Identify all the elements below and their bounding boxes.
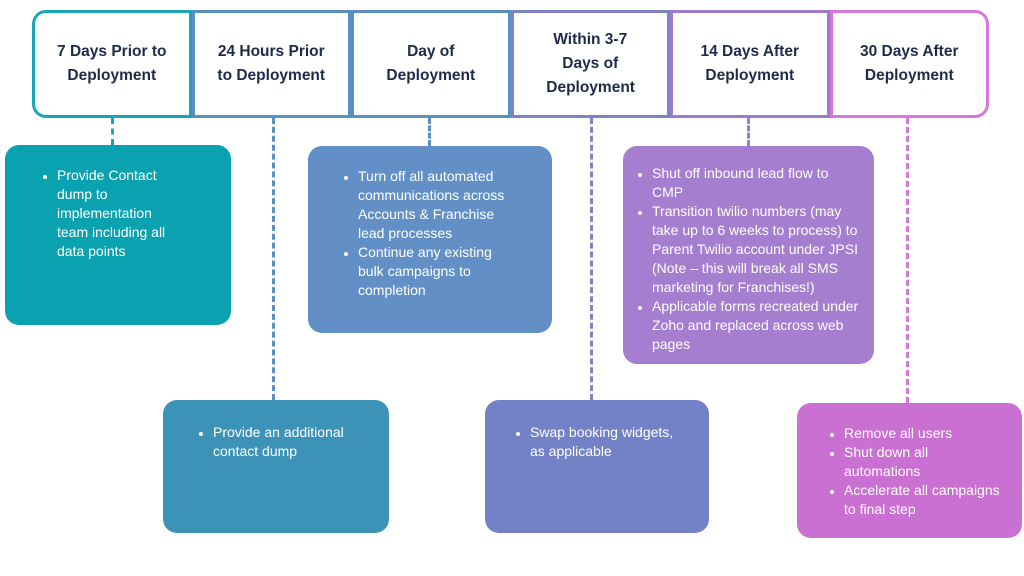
- stage-card-day-of: Turn off all automated communications ac…: [308, 146, 552, 333]
- stage-header-within-3-7-days: Within 3-7 Days of Deployment: [510, 10, 670, 118]
- card-bullet-list: Provide an additional contact dump: [197, 423, 355, 461]
- stage-card-24-hours-prior: Provide an additional contact dump: [163, 400, 389, 533]
- card-bullet-list: Provide Contact dump to implementation t…: [41, 166, 176, 261]
- card-bullet-list: Swap booking widgets, as applicable: [514, 423, 681, 461]
- card-bullet-list: Shut off inbound lead flow to CMP Transi…: [636, 164, 861, 354]
- timeline-header-row: 7 Days Prior to Deployment 24 Hours Prio…: [32, 10, 989, 118]
- bullet-item: Shut off inbound lead flow to CMP: [652, 164, 861, 202]
- connector-line-24-hours-prior: [272, 118, 275, 400]
- stage-card-7-days-prior: Provide Contact dump to implementation t…: [5, 145, 231, 325]
- connector-line-day-of: [428, 118, 431, 146]
- stage-header-label: Within 3-7 Days of Deployment: [546, 31, 635, 96]
- stage-header-7-days-prior: 7 Days Prior to Deployment: [32, 10, 192, 118]
- stage-card-within-3-7-days: Swap booking widgets, as applicable: [485, 400, 709, 533]
- stage-header-label: 7 Days Prior to Deployment: [57, 43, 167, 84]
- stage-header-24-hours-prior: 24 Hours Prior to Deployment: [191, 10, 351, 118]
- bullet-item: Provide an additional contact dump: [213, 423, 355, 461]
- stage-card-30-days-after: Remove all users Shut down all automatio…: [797, 403, 1022, 538]
- stage-header-30-days-after: 30 Days After Deployment: [829, 10, 989, 118]
- bullet-item: Applicable forms recreated under Zoho an…: [652, 297, 861, 354]
- connector-line-7-days-prior: [111, 118, 114, 145]
- connector-line-within-3-7-days: [590, 118, 593, 400]
- bullet-item: Accelerate all campaigns to final step: [844, 481, 1002, 519]
- bullet-item: Transition twilio numbers (may take up t…: [652, 202, 861, 297]
- bullet-item: Continue any existing bulk campaigns to …: [358, 243, 509, 300]
- stage-header-label: 14 Days After Deployment: [700, 43, 799, 84]
- card-bullet-list: Remove all users Shut down all automatio…: [828, 424, 1002, 519]
- stage-card-14-days-after: Shut off inbound lead flow to CMP Transi…: [623, 146, 874, 364]
- bullet-item: Provide Contact dump to implementation t…: [57, 166, 176, 261]
- bullet-item: Remove all users: [844, 424, 1002, 443]
- stage-header-day-of: Day of Deployment: [351, 10, 511, 118]
- bullet-item: Shut down all automations: [844, 443, 1002, 481]
- card-bullet-list: Turn off all automated communications ac…: [342, 167, 509, 300]
- bullet-item: Swap booking widgets, as applicable: [530, 423, 681, 461]
- stage-header-label: 24 Hours Prior to Deployment: [217, 43, 326, 84]
- connector-line-14-days-after: [747, 118, 750, 146]
- stage-header-label: 30 Days After Deployment: [859, 43, 959, 84]
- bullet-item: Turn off all automated communications ac…: [358, 167, 509, 243]
- stage-header-14-days-after: 14 Days After Deployment: [670, 10, 830, 118]
- stage-header-label: Day of Deployment: [386, 43, 476, 84]
- connector-line-30-days-after: [906, 118, 909, 403]
